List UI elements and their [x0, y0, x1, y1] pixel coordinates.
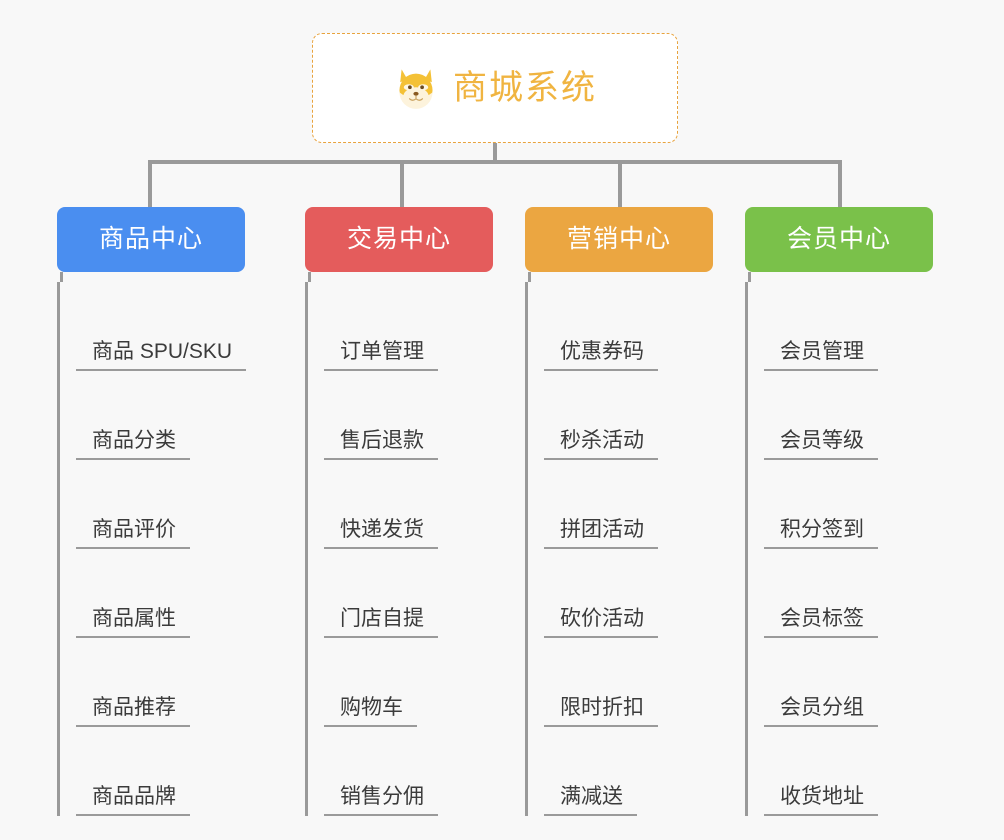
leaf-label: 拼团活动	[544, 517, 658, 549]
connector-drop-3	[618, 160, 622, 208]
leaf-label: 购物车	[324, 695, 417, 727]
list-item[interactable]: 会员管理	[764, 282, 933, 371]
leaf-label: 门店自提	[324, 606, 438, 638]
list-item[interactable]: 购物车	[324, 638, 493, 727]
leaf-label: 收货地址	[764, 784, 878, 816]
leaf-list-member: 会员管理 会员等级 积分签到 会员标签 会员分组 收货地址	[745, 272, 933, 816]
list-item[interactable]: 满减送	[544, 727, 713, 816]
list-item[interactable]: 会员标签	[764, 549, 933, 638]
list-item[interactable]: 商品分类	[76, 371, 245, 460]
leaf-label: 商品推荐	[76, 695, 190, 727]
category-column-member: 会员中心 会员管理 会员等级 积分签到 会员标签 会员分组 收货地址	[745, 207, 933, 816]
list-item[interactable]: 收货地址	[764, 727, 933, 816]
category-label: 会员中心	[786, 225, 891, 253]
root-node[interactable]: 商城系统	[312, 33, 678, 143]
leaf-label: 满减送	[544, 784, 637, 816]
leaf-list-trade: 订单管理 售后退款 快递发货 门店自提 购物车 销售分佣	[305, 272, 493, 816]
list-item[interactable]: 商品评价	[76, 460, 245, 549]
list-item[interactable]: 快递发货	[324, 460, 493, 549]
leaf-label: 售后退款	[324, 428, 438, 460]
connector-root-stem	[493, 143, 497, 163]
leaf-label: 商品属性	[76, 606, 190, 638]
list-item[interactable]: 销售分佣	[324, 727, 493, 816]
category-header-marketing[interactable]: 营销中心	[525, 207, 713, 272]
spine-cap	[748, 272, 751, 282]
leaf-label: 会员分组	[764, 695, 878, 727]
leaf-label: 订单管理	[324, 339, 438, 371]
leaf-label: 限时折扣	[544, 695, 658, 727]
category-header-product[interactable]: 商品中心	[57, 207, 245, 272]
category-column-product: 商品中心 商品 SPU/SKU 商品分类 商品评价 商品属性 商品推荐 商品品牌	[57, 207, 247, 816]
leaf-label: 商品 SPU/SKU	[76, 339, 247, 371]
leaf-list-product: 商品 SPU/SKU 商品分类 商品评价 商品属性 商品推荐 商品品牌	[57, 272, 247, 816]
leaf-list-marketing: 优惠券码 秒杀活动 拼团活动 砍价活动 限时折扣 满减送	[525, 272, 713, 816]
category-column-marketing: 营销中心 优惠券码 秒杀活动 拼团活动 砍价活动 限时折扣 满减送	[525, 207, 713, 816]
leaf-label: 会员管理	[764, 339, 878, 371]
category-header-trade[interactable]: 交易中心	[305, 207, 493, 272]
list-item[interactable]: 优惠券码	[544, 282, 713, 371]
leaf-label: 会员标签	[764, 606, 878, 638]
list-item[interactable]: 拼团活动	[544, 460, 713, 549]
spine-cap	[528, 272, 531, 282]
connector-drop-1	[148, 160, 152, 208]
category-header-member[interactable]: 会员中心	[745, 207, 933, 272]
list-item[interactable]: 限时折扣	[544, 638, 713, 727]
list-item[interactable]: 商品 SPU/SKU	[76, 282, 247, 371]
spine-cap	[308, 272, 311, 282]
leaf-label: 销售分佣	[324, 784, 438, 816]
leaf-label: 秒杀活动	[544, 428, 658, 460]
leaf-label: 砍价活动	[544, 606, 658, 638]
spine-cap	[60, 272, 63, 282]
connector-drop-4	[838, 160, 842, 208]
leaf-label: 会员等级	[764, 428, 878, 460]
list-item[interactable]: 商品品牌	[76, 727, 245, 816]
connector-horizontal-bus	[148, 160, 842, 164]
list-item[interactable]: 秒杀活动	[544, 371, 713, 460]
leaf-label: 商品评价	[76, 517, 190, 549]
connector-drop-2	[400, 160, 404, 208]
list-item[interactable]: 会员分组	[764, 638, 933, 727]
list-item[interactable]: 砍价活动	[544, 549, 713, 638]
leaf-label: 商品品牌	[76, 784, 190, 816]
category-label: 交易中心	[346, 225, 451, 253]
list-item[interactable]: 商品属性	[76, 549, 245, 638]
root-title: 商城系统	[453, 69, 597, 107]
list-item[interactable]: 积分签到	[764, 460, 933, 549]
leaf-label: 商品分类	[76, 428, 190, 460]
leaf-label: 积分签到	[764, 517, 878, 549]
leaf-label: 优惠券码	[544, 339, 658, 371]
list-item[interactable]: 订单管理	[324, 282, 493, 371]
list-item[interactable]: 门店自提	[324, 549, 493, 638]
category-label: 商品中心	[98, 225, 203, 253]
category-column-trade: 交易中心 订单管理 售后退款 快递发货 门店自提 购物车 销售分佣	[305, 207, 493, 816]
leaf-label: 快递发货	[324, 517, 438, 549]
shiba-dog-icon	[399, 69, 433, 109]
list-item[interactable]: 商品推荐	[76, 638, 245, 727]
list-item[interactable]: 售后退款	[324, 371, 493, 460]
list-item[interactable]: 会员等级	[764, 371, 933, 460]
category-label: 营销中心	[566, 225, 671, 253]
